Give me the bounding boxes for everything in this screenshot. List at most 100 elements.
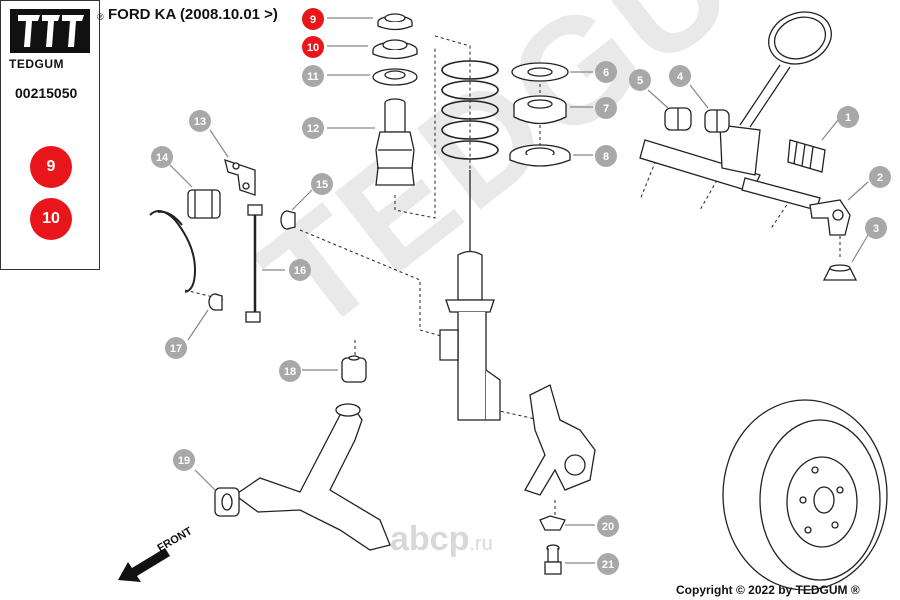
stabilizer-link-16 — [245, 204, 263, 323]
callout-2[interactable]: 2 — [869, 166, 891, 188]
shock-absorber — [439, 170, 501, 421]
callout-circle — [165, 337, 187, 359]
callout-13[interactable]: 13 — [189, 110, 211, 132]
highlight-badge-9[interactable]: 9 — [30, 146, 72, 188]
callout-circle — [595, 61, 617, 83]
callout-15[interactable]: 15 — [311, 173, 333, 195]
callout-16[interactable]: 16 — [289, 259, 311, 281]
callout-label: 17 — [170, 343, 182, 355]
callout-label: 3 — [873, 223, 879, 235]
dust-boot-12 — [375, 98, 415, 186]
steering-knuckle — [524, 384, 596, 496]
callout-label: 4 — [677, 71, 684, 83]
callout-circle — [837, 106, 859, 128]
front-label: FRONT — [156, 525, 195, 554]
bearing-plate-6 — [511, 62, 569, 82]
site-watermark: abcp.ru — [390, 520, 493, 559]
copyright-text: Copyright © 2022 by TEDGUM ® — [676, 583, 860, 597]
callout-label: 13 — [194, 116, 206, 128]
callout-4[interactable]: 4 — [669, 65, 691, 87]
callout-21[interactable]: 21 — [597, 553, 619, 575]
callout-3[interactable]: 3 — [865, 217, 887, 239]
spring-seat-11 — [372, 68, 418, 86]
callout-label: 8 — [603, 151, 609, 163]
callout-label: 10 — [307, 42, 319, 54]
callout-circle — [311, 173, 333, 195]
callout-label: 19 — [178, 455, 190, 467]
callout-10[interactable]: 10 — [302, 36, 324, 58]
strut-bearing-7 — [513, 95, 567, 125]
arm-bushing-18 — [341, 355, 367, 383]
callout-17[interactable]: 17 — [165, 337, 187, 359]
callout-7[interactable]: 7 — [595, 97, 617, 119]
lower-control-arm — [233, 403, 391, 551]
callout-label: 16 — [294, 265, 306, 277]
callout-circle — [865, 217, 887, 239]
rack-bushing-4 — [704, 109, 730, 133]
callout-label: 6 — [603, 67, 609, 79]
bush-clamp-13 — [224, 159, 256, 196]
callout-circle — [151, 146, 173, 168]
front-arrow: FRONT — [118, 525, 195, 582]
steering-wheel — [739, 11, 832, 128]
callout-label: 11 — [307, 71, 319, 83]
callout-19[interactable]: 19 — [173, 449, 195, 471]
arm-bushing-19 — [214, 487, 240, 517]
callout-1[interactable]: 1 — [837, 106, 859, 128]
callout-8[interactable]: 8 — [595, 145, 617, 167]
callout-circle — [595, 145, 617, 167]
tedgum-logo: TEDGUM ® — [9, 9, 104, 71]
top-mount-9 — [377, 13, 413, 31]
callout-circle — [302, 65, 324, 87]
callout-circle — [597, 553, 619, 575]
tie-rod-end-2 — [809, 199, 851, 236]
stabilizer-bush-14 — [187, 189, 221, 219]
part-number: 00215050 — [15, 85, 78, 101]
wheel — [722, 399, 888, 591]
top-mount-10 — [372, 39, 418, 60]
rack-bushing-5 — [664, 107, 692, 131]
callout-18[interactable]: 18 — [279, 360, 301, 382]
coil-spring — [441, 60, 499, 160]
callout-5[interactable]: 5 — [629, 69, 651, 91]
callout-circle — [189, 110, 211, 132]
callout-label: 12 — [307, 123, 319, 135]
callout-label: 18 — [284, 366, 296, 378]
link-bushing-15 — [280, 210, 296, 230]
tie-rod-boot-3 — [822, 264, 858, 281]
callout-20[interactable]: 20 — [597, 515, 619, 537]
callout-label: 9 — [310, 14, 316, 26]
callout-label: 21 — [602, 559, 614, 571]
callout-label: 15 — [316, 179, 328, 191]
callout-9[interactable]: 9 — [302, 8, 324, 30]
link-bushing-17 — [208, 293, 223, 311]
spring-seat-8 — [509, 144, 571, 167]
logo-text: TEDGUM — [9, 57, 64, 71]
callout-circle — [629, 69, 651, 91]
highlight-badge-10[interactable]: 10 — [30, 198, 72, 240]
callout-label: 1 — [845, 112, 851, 124]
page-title: FORD KA (2008.10.01 >) — [108, 6, 278, 23]
ball-joint-21 — [544, 544, 562, 575]
callout-circle — [597, 515, 619, 537]
ball-joint-boot-20 — [539, 515, 566, 531]
callout-circle — [279, 360, 301, 382]
steering-rack — [639, 124, 821, 211]
leader-lines — [169, 17, 869, 564]
callout-circle — [302, 117, 324, 139]
logo-mark — [10, 9, 90, 53]
callout-circle — [869, 166, 891, 188]
callout-circle — [302, 36, 324, 58]
callout-14[interactable]: 14 — [151, 146, 173, 168]
site-watermark-suffix: .ru — [469, 533, 493, 555]
registered-mark: ® — [97, 12, 104, 22]
callout-label: 20 — [602, 521, 614, 533]
stabilizer-bar — [149, 210, 197, 293]
callout-12[interactable]: 12 — [302, 117, 324, 139]
callout-6[interactable]: 6 — [595, 61, 617, 83]
callout-11[interactable]: 11 — [302, 65, 324, 87]
rack-boot-1 — [787, 139, 826, 173]
callout-label: 5 — [637, 75, 643, 87]
callout-label: 14 — [156, 152, 169, 164]
